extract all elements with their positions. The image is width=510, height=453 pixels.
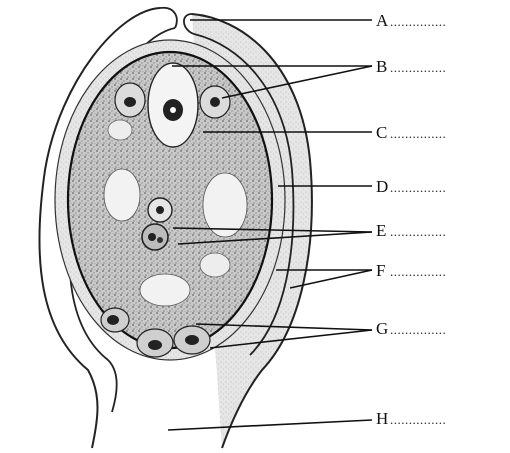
label-B-dots: ...............	[390, 60, 446, 75]
label-D: D	[376, 177, 388, 196]
label-A-dots: ...............	[390, 14, 446, 29]
antipodal-nucleus	[107, 315, 119, 325]
label-E-dots: ...............	[390, 224, 446, 239]
micropyle-left-tip	[160, 8, 177, 28]
vacuole	[108, 120, 132, 140]
label-B: B	[376, 57, 387, 76]
vacuole	[140, 274, 190, 306]
pointer-H	[168, 420, 372, 430]
label-G-dots: ...............	[390, 322, 446, 337]
label-D-dots: ...............	[390, 180, 446, 195]
label-E: E	[376, 221, 386, 240]
synergid-nucleus	[210, 97, 220, 107]
polar-nucleolus	[148, 233, 156, 241]
label-A: A	[376, 11, 389, 30]
label-G: G	[376, 319, 388, 338]
egg-nucleolus	[170, 107, 176, 113]
vacuole	[200, 253, 230, 277]
polar-nucleolus	[156, 206, 164, 214]
synergid-nucleus	[124, 97, 136, 107]
label-F-dots: ...............	[390, 264, 446, 279]
polar-nucleolus	[157, 237, 163, 243]
label-C: C	[376, 123, 387, 142]
label-F: F	[376, 261, 385, 280]
label-H-dots: ...............	[390, 412, 446, 427]
label-H: H	[376, 409, 388, 428]
vacuole	[104, 169, 140, 221]
label-C-dots: ...............	[390, 126, 446, 141]
vacuole	[203, 173, 247, 237]
antipodal-nucleus	[185, 335, 199, 345]
antipodal-nucleus	[148, 340, 162, 350]
